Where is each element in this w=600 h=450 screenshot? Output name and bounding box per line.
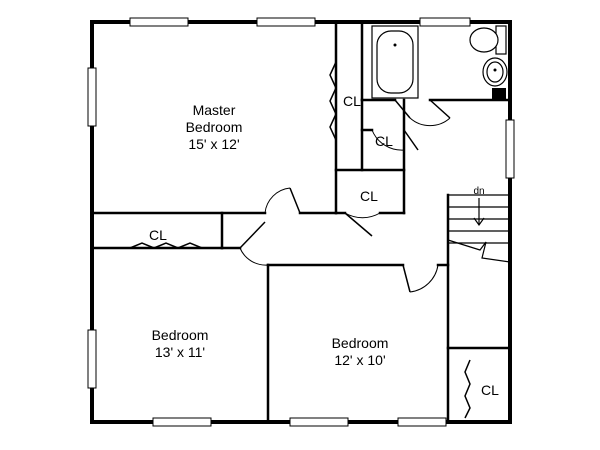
window-top-3 — [419, 17, 471, 27]
stairs: dn — [447, 186, 511, 263]
stairs-label: dn — [473, 186, 484, 197]
master-closet-label: CL — [343, 93, 361, 109]
master-bedroom-name2: Bedroom — [186, 119, 243, 135]
left-closet-label: CL — [149, 227, 167, 243]
right-closet-label: CL — [481, 382, 499, 398]
master-bedroom-name: Master — [193, 102, 236, 118]
master-closet-door — [329, 61, 337, 141]
bedroom-right-name: Bedroom — [332, 335, 389, 351]
window-bottom-2 — [289, 417, 349, 427]
sink-icon — [482, 57, 508, 87]
right-closet-door — [464, 359, 471, 419]
window-left-2 — [87, 329, 97, 389]
bedroom-left-name: Bedroom — [152, 327, 209, 343]
interior-walls — [90, 20, 512, 424]
hall-closet-label: CL — [360, 188, 378, 204]
window-left-1 — [87, 67, 97, 127]
swing-doors — [239, 99, 451, 293]
window-right-1 — [505, 119, 515, 179]
bath-closet-label: CL — [375, 133, 393, 149]
window-top-2 — [256, 17, 316, 27]
window-bottom-1 — [152, 417, 212, 427]
bedroom-left-size: 13' x 11' — [155, 344, 205, 360]
left-closet-door — [129, 242, 203, 249]
window-bottom-3 — [397, 417, 447, 427]
bathtub-icon — [371, 25, 419, 99]
closet-doors — [129, 61, 471, 419]
window-top-1 — [129, 17, 189, 27]
toilet-icon — [469, 25, 507, 55]
chimney-icon — [492, 88, 506, 100]
bedroom-right-size: 12' x 10' — [334, 352, 385, 368]
master-bedroom-size: 15' x 12' — [188, 136, 239, 152]
windows — [87, 17, 515, 427]
